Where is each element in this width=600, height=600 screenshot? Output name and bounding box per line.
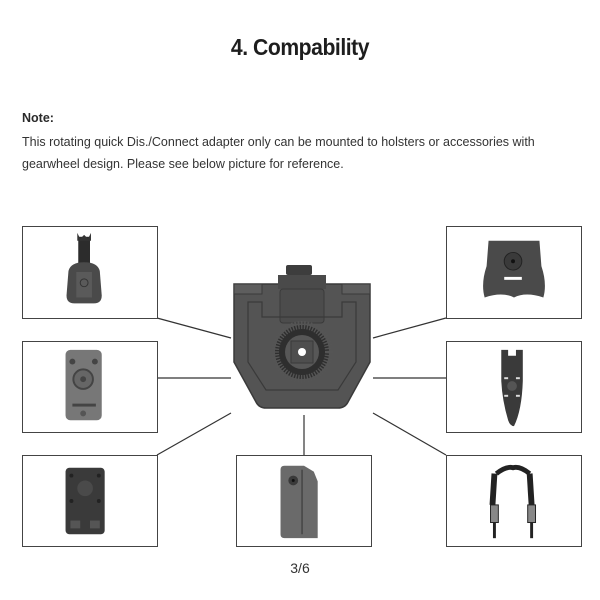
note-text: This rotating quick Dis./Connect adapter… (22, 135, 535, 171)
adapter-image (233, 265, 371, 409)
holster-icon (280, 465, 318, 539)
item-holster (236, 455, 372, 547)
low-ride-belt-platform-icon (501, 349, 523, 427)
belt-clip-attachment-icon (65, 467, 105, 535)
item-shoulder-harness (446, 455, 582, 547)
paddle-attachment-icon (483, 240, 545, 298)
item-belt-clip-attachment (22, 455, 158, 547)
page-number: 3/6 (290, 560, 310, 576)
item-paddle-attachment (446, 226, 582, 319)
item-low-ride-belt-platform (446, 341, 582, 433)
item-molle-attachment (22, 341, 158, 433)
page-title: 4. Compability (230, 34, 370, 60)
molle-attachment-icon (65, 349, 102, 421)
shoulder-harness-icon (489, 464, 537, 539)
note-label: Note: (22, 111, 54, 125)
drop-leg-platform-icon (66, 232, 102, 304)
item-drop-leg-platform (22, 226, 158, 319)
